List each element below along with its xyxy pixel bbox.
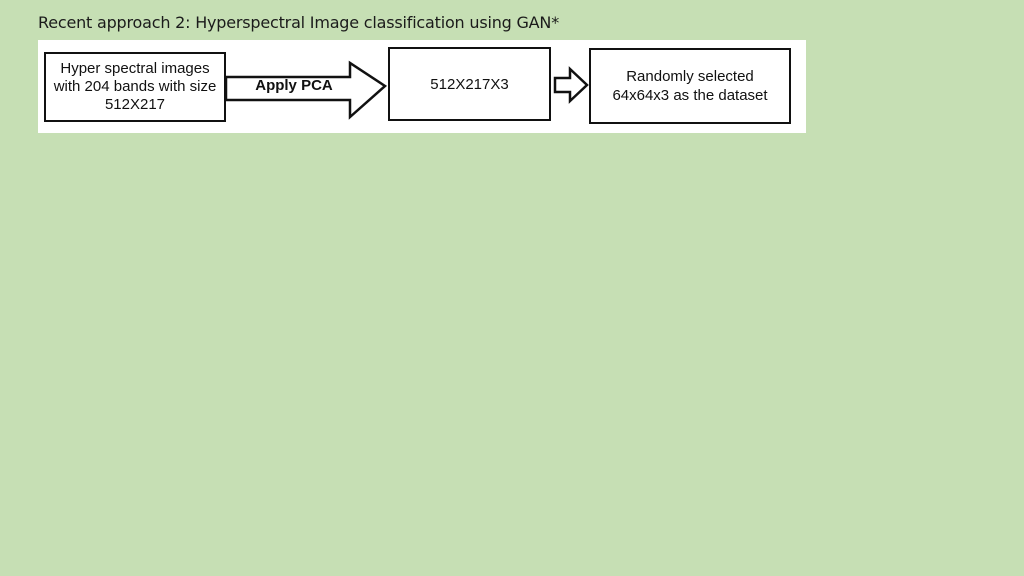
slide-title: Recent approach 2: Hyperspectral Image c… bbox=[38, 13, 559, 32]
apply-pca-label: Apply PCA bbox=[255, 77, 333, 94]
to-dataset-arrow bbox=[553, 66, 589, 104]
diagram-arrows bbox=[224, 60, 589, 120]
apply-pca-arrow bbox=[224, 60, 388, 120]
input-box: Hyper spectral images with 204 bands wit… bbox=[44, 52, 226, 122]
input-box-text: Hyper spectral images with 204 bands wit… bbox=[53, 60, 217, 113]
flow-diagram: Hyper spectral images with 204 bands wit… bbox=[38, 40, 806, 133]
dataset-box: Randomly selected 64x64x3 as the dataset bbox=[589, 48, 791, 124]
pca-output-text: 512X217X3 bbox=[430, 75, 509, 93]
dataset-box-text: Randomly selected 64x64x3 as the dataset bbox=[612, 68, 768, 104]
pca-output-box: 512X217X3 bbox=[388, 47, 551, 121]
